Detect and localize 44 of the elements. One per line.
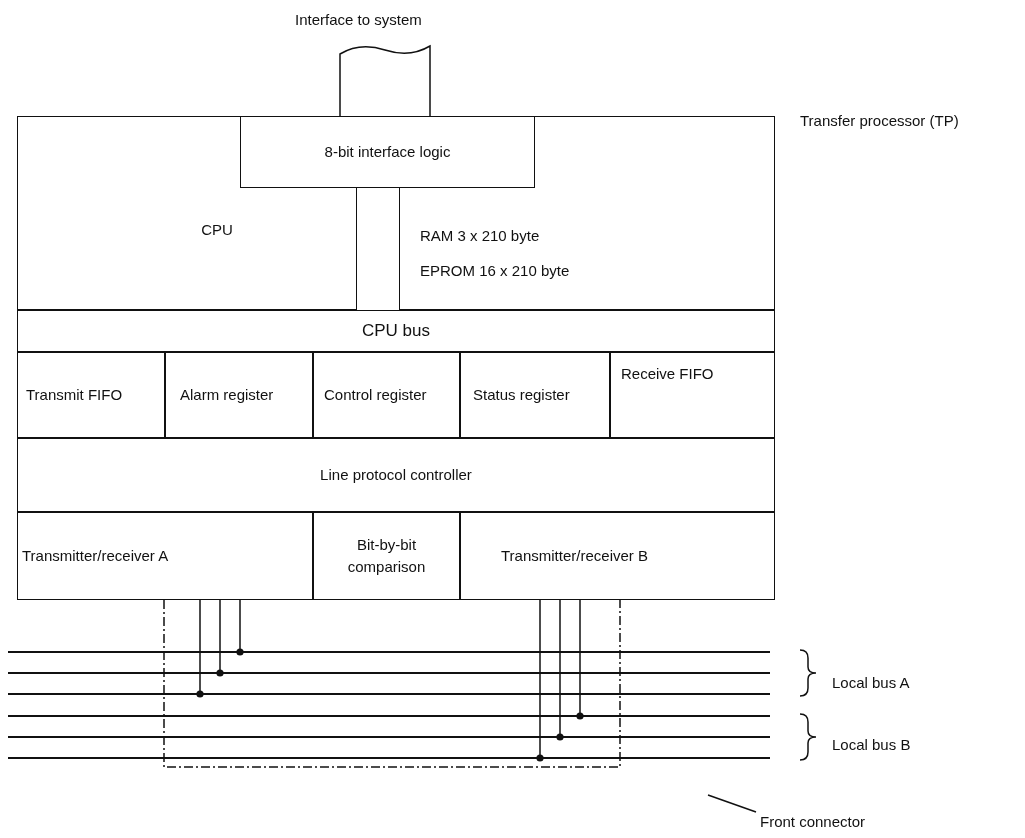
block-label: Bit-by-bit comparison (346, 534, 427, 577)
block-label: EPROM 16 x 210 byte (420, 260, 570, 281)
connection-line (236, 599, 244, 656)
cable (339, 45, 431, 117)
block-label: Line protocol controller (320, 464, 472, 485)
block-label: Receive FIFO (621, 364, 714, 384)
block-label: Transmit FIFO (26, 384, 123, 405)
bus-line (8, 736, 770, 738)
connection-line (216, 599, 224, 677)
leader-line (707, 794, 757, 813)
comparator-box (313, 512, 460, 600)
connection-line (556, 599, 564, 741)
block-label: Control register (324, 384, 427, 405)
transceiver-box (460, 512, 775, 600)
transceiver-box (17, 512, 313, 600)
register-box (165, 352, 313, 438)
block-label: 8-bit interface logic (324, 141, 451, 162)
block-label: Status register (473, 384, 570, 405)
block-label: Alarm register (180, 384, 274, 405)
bus-line (8, 693, 770, 695)
register-box (460, 352, 610, 438)
register-box (610, 352, 775, 438)
connection-line (576, 599, 584, 720)
block-label: CPU (201, 220, 233, 240)
block-label: CPU bus (362, 320, 430, 343)
bus-line (8, 715, 770, 717)
controller-band (17, 438, 775, 512)
block-label: Transmitter/receiver A (22, 545, 169, 566)
connection-line (536, 599, 544, 762)
connection-line (196, 599, 204, 698)
register-box (17, 352, 165, 438)
bus-line (8, 672, 770, 674)
bus-line (8, 757, 770, 759)
block-label: Interface to system (295, 9, 422, 30)
bus-band (17, 310, 775, 352)
side-label: Transfer processor (TP) (800, 112, 959, 129)
side-label: Local bus A (832, 674, 910, 691)
side-label: Local bus B (832, 736, 911, 753)
processor-box (17, 116, 775, 600)
block-label: Transmitter/receiver B (501, 545, 648, 566)
block-label: RAM 3 x 210 byte (420, 226, 540, 246)
register-box (313, 352, 460, 438)
bus-line (8, 651, 770, 653)
block-label: Front connector (760, 811, 866, 832)
